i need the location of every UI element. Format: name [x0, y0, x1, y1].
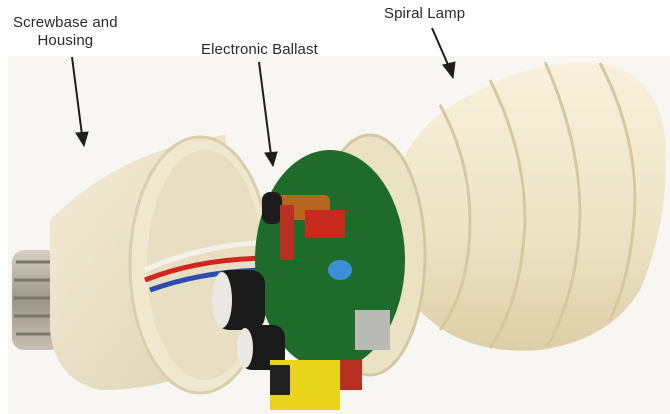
- label-electronic-ballast: Electronic Ballast: [201, 41, 318, 59]
- label-ballast-text: Electronic Ballast: [201, 41, 318, 58]
- label-screwbase-line2: Housing: [37, 32, 94, 49]
- arrow-head-screwbase-icon: [75, 131, 89, 148]
- electronic-ballast: [212, 133, 427, 410]
- label-screwbase-housing: Screwbase and Housing: [13, 14, 118, 50]
- arrow-head-ballast-icon: [264, 151, 278, 168]
- arrow-head-lamp-icon: [442, 61, 456, 80]
- screw-base: [12, 250, 62, 350]
- label-spiral-lamp: Spiral Lamp: [384, 5, 465, 23]
- label-lamp-text: Spiral Lamp: [384, 5, 466, 22]
- spiral-lamp: [385, 61, 666, 351]
- annotation-arrows: [71, 27, 456, 168]
- label-screwbase-line1: Screwbase and: [13, 14, 118, 31]
